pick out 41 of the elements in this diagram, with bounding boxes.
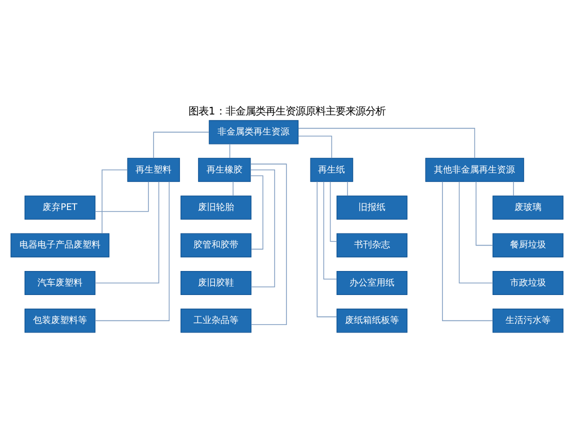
node-box: 其他非金属再生资源 [425, 157, 524, 182]
node-box: 办公室用纸 [336, 270, 408, 295]
connector [298, 127, 476, 158]
node-box: 汽车废塑料 [24, 270, 96, 295]
node-box: 旧报纸 [336, 195, 408, 220]
connector [330, 180, 338, 242]
node-box: 餐厨垃圾 [492, 232, 564, 257]
connector [347, 180, 348, 196]
connector [229, 143, 230, 158]
node-box: 胶管和胶带 [180, 232, 252, 257]
connector [102, 169, 128, 234]
connector [458, 180, 494, 283]
connector [94, 180, 170, 321]
node-box: 工业杂品等 [180, 308, 252, 332]
node-box: 废玻璃 [492, 195, 564, 220]
connector [94, 180, 149, 212]
node-box: 再生纸 [310, 157, 354, 182]
connector [298, 135, 332, 158]
connector [323, 180, 338, 279]
node-box: 废旧胶鞋 [180, 270, 252, 295]
connector [476, 180, 494, 246]
connector [94, 180, 160, 283]
node-box: 再生橡胶 [198, 157, 251, 182]
connector [250, 163, 287, 324]
node-box: 市政垃圾 [492, 270, 564, 295]
connector [513, 180, 514, 196]
connector [316, 180, 338, 317]
connector [442, 180, 494, 321]
node-box: 电器电子产品废塑料 [10, 232, 110, 257]
node-box: 废纸箱纸板等 [336, 308, 408, 332]
node-box: 废旧轮胎 [180, 195, 252, 220]
node-box: 废弃PET [24, 195, 96, 220]
node-box: 再生塑料 [127, 157, 180, 182]
connector [153, 131, 210, 158]
node-box: 包装废塑料等 [24, 308, 96, 332]
node-box: 生活污水等 [492, 308, 564, 332]
node-box: 非金属类再生资源 [208, 120, 299, 144]
diagram-title: 图表1：非金属类再生资源原料主要来源分析 [188, 105, 386, 118]
connector [232, 180, 234, 196]
node-box: 书刊杂志 [336, 232, 408, 257]
connector [250, 169, 276, 287]
